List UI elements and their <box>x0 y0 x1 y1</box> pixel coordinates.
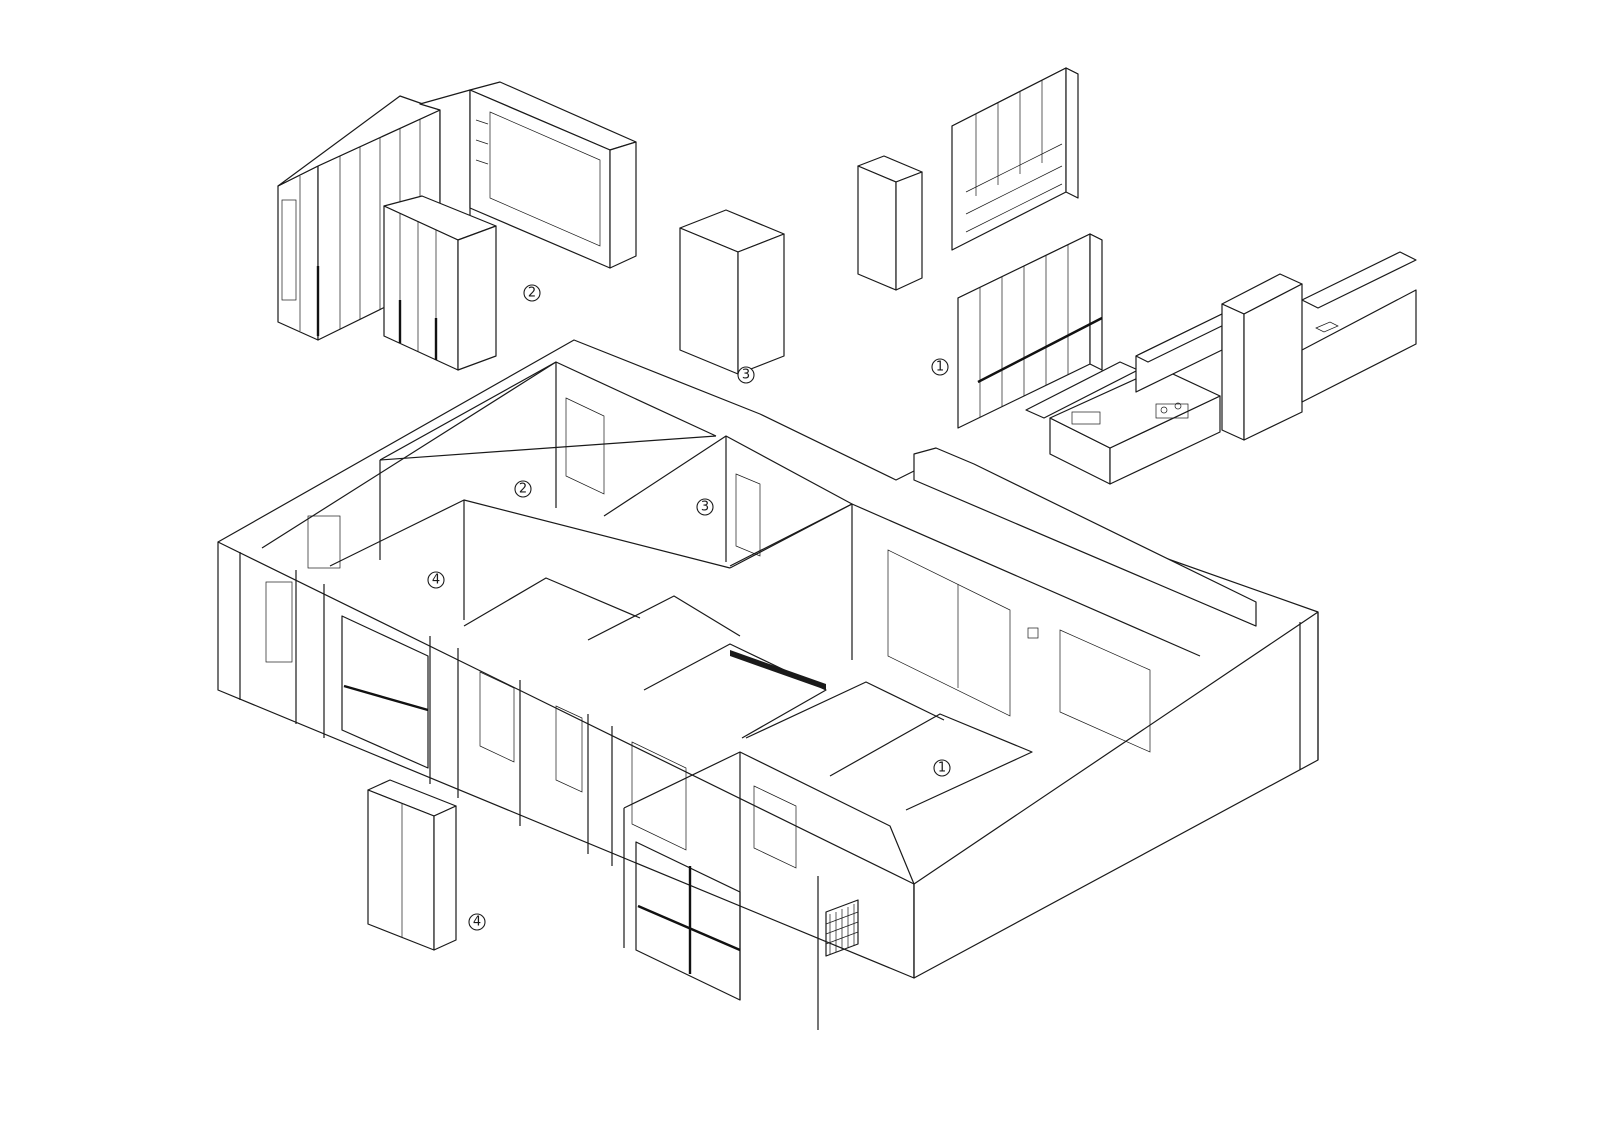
furniture-group-1 <box>857 67 1417 485</box>
marker-label: 4 <box>473 915 481 930</box>
marker-4-furniture: 4 <box>468 913 486 931</box>
furniture-group-2 <box>277 81 637 371</box>
marker-3-room: 3 <box>696 498 714 516</box>
marker-label: 1 <box>936 360 944 375</box>
furniture-group-3 <box>679 209 785 375</box>
marker-label: 1 <box>938 761 946 776</box>
marker-3-furniture: 3 <box>737 366 755 384</box>
marker-2-room: 2 <box>514 480 532 498</box>
vent-grille <box>825 899 859 957</box>
marker-1-furniture: 1 <box>931 358 949 376</box>
marker-4-room: 4 <box>427 571 445 589</box>
marker-label: 2 <box>519 482 527 497</box>
marker-label: 4 <box>432 573 440 588</box>
marker-1-room: 1 <box>933 759 951 777</box>
marker-label: 3 <box>701 500 709 515</box>
marker-label: 3 <box>742 368 750 383</box>
marker-2-furniture: 2 <box>523 284 541 302</box>
apartment-shell <box>217 339 1319 1030</box>
furniture-group-4 <box>367 779 457 951</box>
marker-label: 2 <box>528 286 536 301</box>
